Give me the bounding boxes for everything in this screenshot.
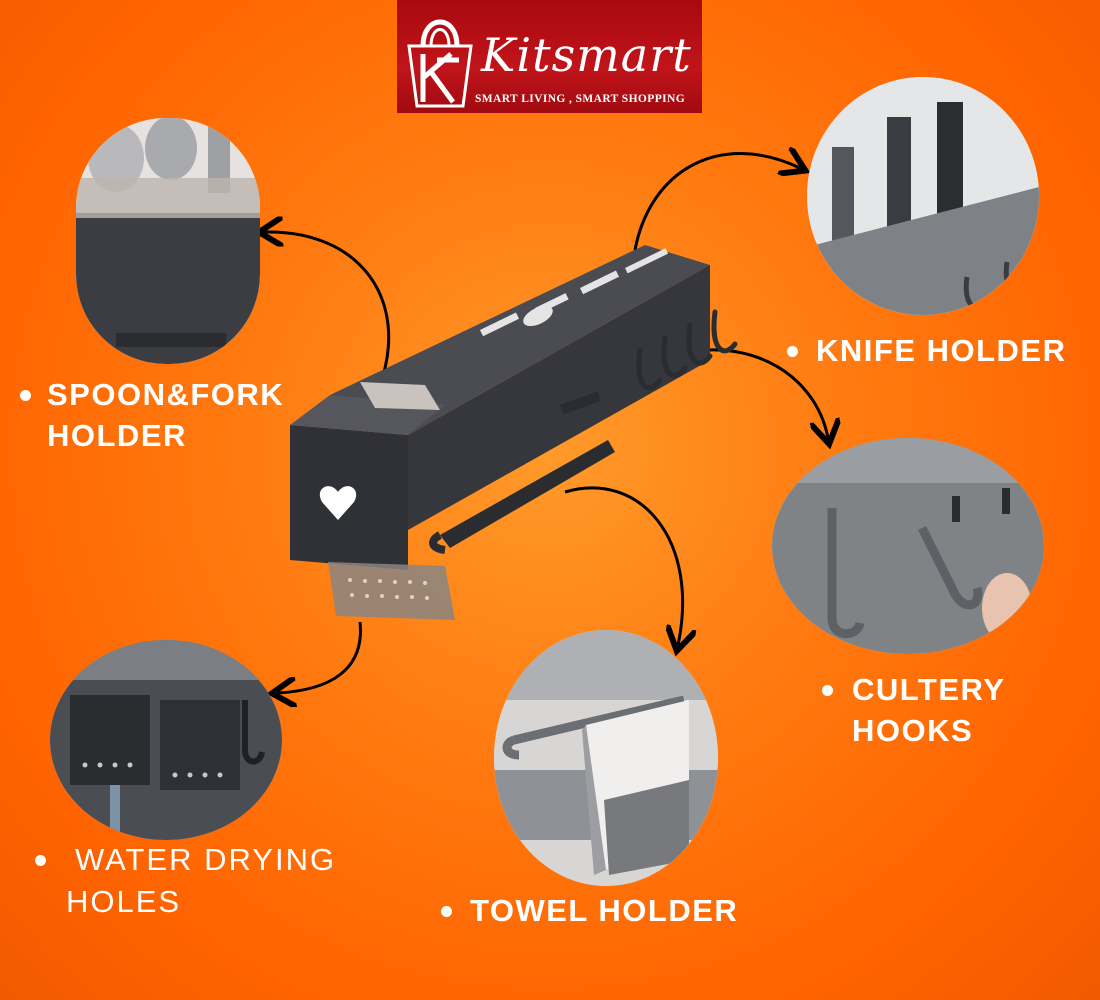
towel-holder-photo	[494, 630, 718, 886]
arrow-to-spoon	[265, 232, 391, 386]
brand-name: Kitsmart	[481, 28, 692, 82]
bullet-drying	[35, 855, 46, 866]
water-drying-photo	[50, 640, 282, 840]
brand-tagline: SMART LIVING , SMART SHOPPING	[475, 93, 686, 105]
arrow-to-drying	[278, 621, 362, 693]
bullet-knife	[787, 346, 798, 357]
bullet-spoon	[20, 390, 31, 401]
label-cutlery-line2: HOOKS	[852, 713, 974, 748]
label-spoon-fork-line1: SPOON&FORK	[47, 377, 285, 412]
label-spoon-fork-line2: HOLDER	[47, 418, 187, 453]
bullet-towel	[441, 906, 452, 917]
spoon-fork-photo	[76, 118, 260, 364]
bullet-hooks	[822, 685, 833, 696]
brand-logo: Kitsmart SMART LIVING , SMART SHOPPING	[397, 0, 702, 113]
label-towel-holder: TOWEL HOLDER	[470, 893, 739, 928]
label-water-drying-line2: HOLES	[66, 884, 182, 919]
logo-bag-icon	[407, 19, 473, 108]
kitchen-rack-product	[290, 245, 738, 620]
arrow-to-knife	[633, 154, 800, 251]
arrow-to-towel	[564, 486, 683, 645]
knife-holder-photo	[807, 77, 1039, 315]
label-water-drying-line1: WATER DRYING	[75, 842, 337, 877]
label-cutlery-line1: CULTERY	[852, 672, 1006, 707]
label-knife-holder: KNIFE HOLDER	[816, 333, 1067, 368]
cutlery-hooks-photo	[772, 438, 1044, 654]
